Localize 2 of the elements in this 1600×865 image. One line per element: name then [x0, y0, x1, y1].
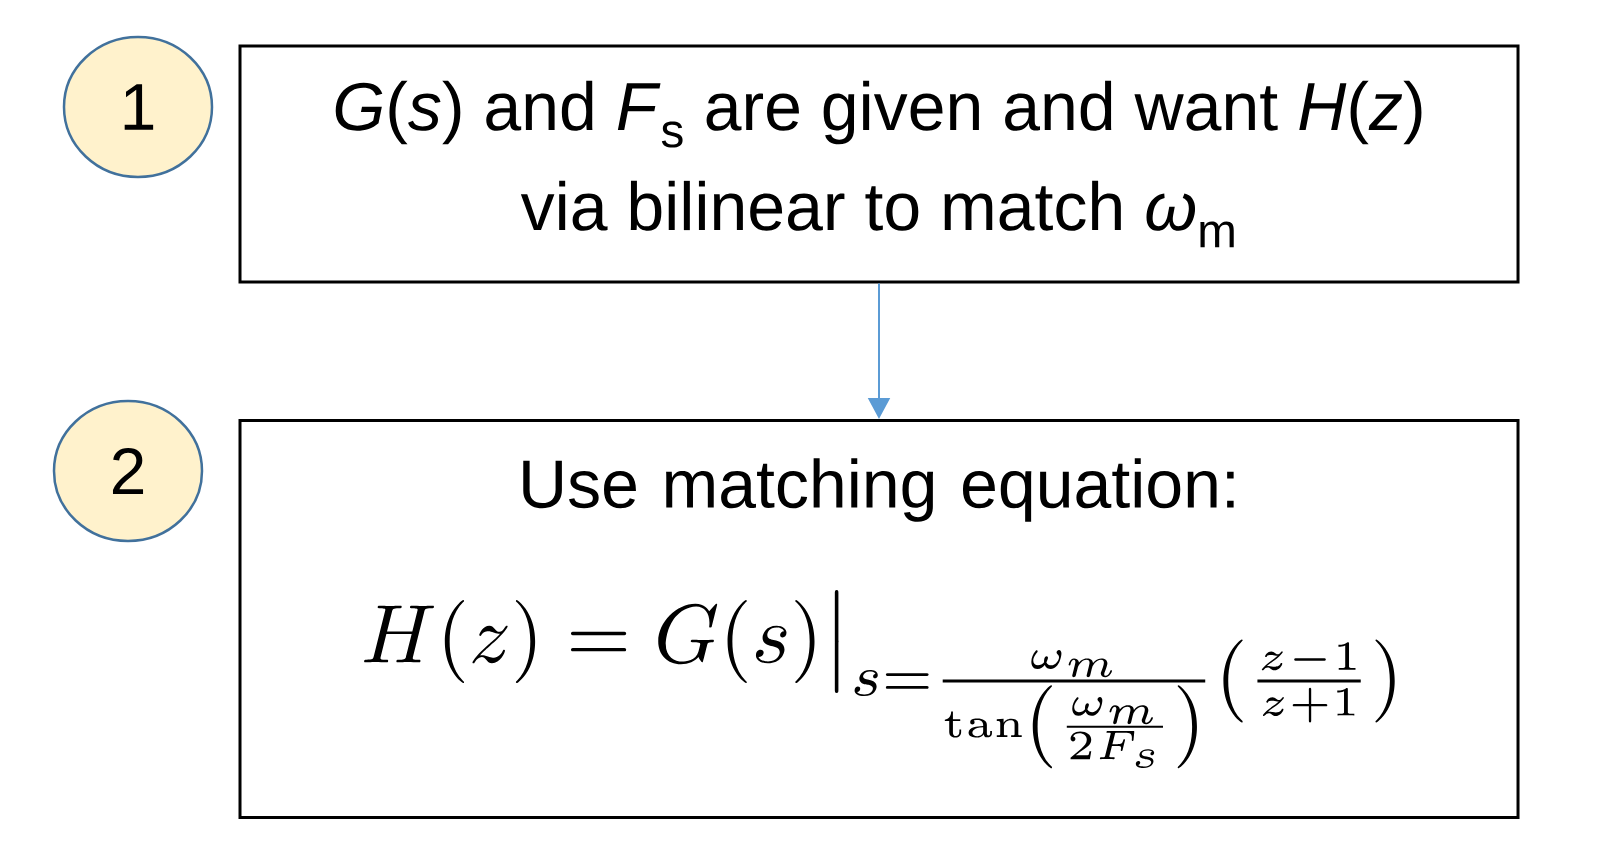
process-box: G(s) and F$_{s}$ are given and want H(z) via bilinear to match ω$_{m}$ [238, 44, 1520, 284]
process-box: Use matching equation: $H(z) = G(s)\big|_{s=\frac{\omega_m}{\tan\left(\frac{\omega_m}{2F_s}\right)}\left(\frac{z-1}{z+1}\right)}$ [238, 419, 1520, 819]
